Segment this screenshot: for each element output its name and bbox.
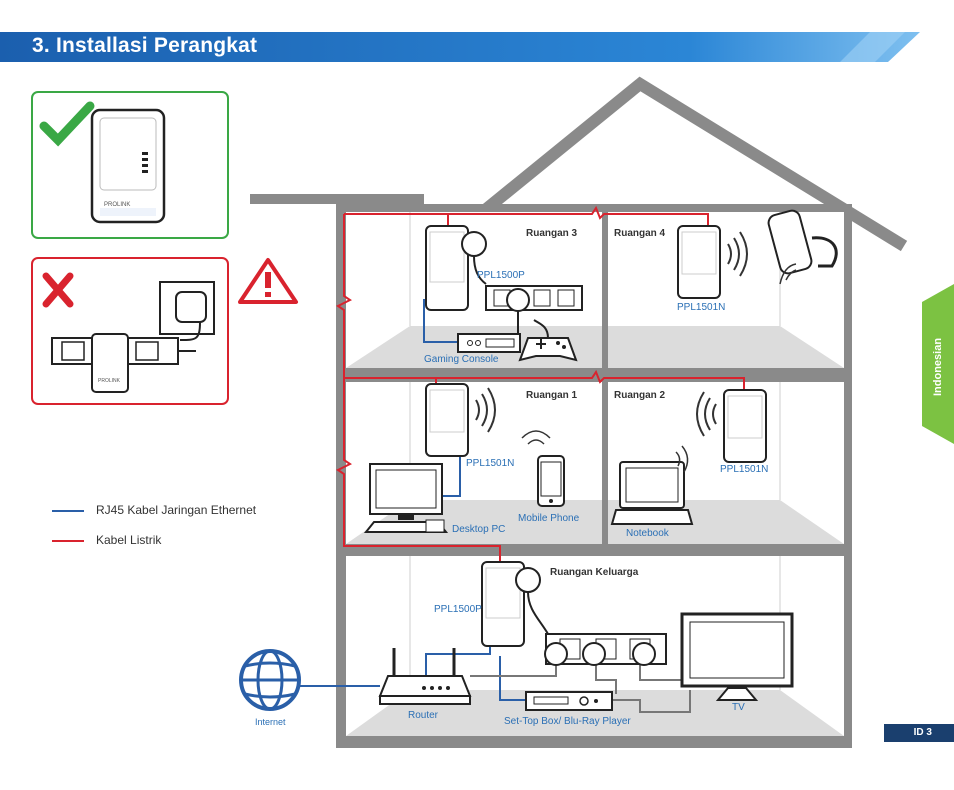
label-router: Router — [408, 710, 439, 721]
label-ppl1501n-room4: PPL1501N — [677, 302, 726, 313]
language-side-tab — [922, 284, 954, 444]
room-label-2: Ruangan 2 — [614, 390, 666, 401]
power-strip-bad — [51, 333, 196, 393]
room-label-3: Ruangan 3 — [526, 228, 578, 239]
wifi-icon-room2 — [696, 391, 717, 437]
house-roof — [250, 76, 908, 252]
room-label-4: Ruangan 4 — [614, 228, 666, 239]
label-mobile-phone: Mobile Phone — [518, 513, 580, 524]
wall-socket-bad — [159, 281, 215, 341]
wifi-icon-room1 — [475, 387, 496, 433]
label-tv: TV — [732, 702, 745, 713]
adapter-wall-plugged — [90, 108, 166, 224]
adapter-ppl1501n-room2 — [723, 389, 767, 463]
label-ppl1500p-family: PPL1500P — [434, 604, 482, 615]
header-bar — [0, 32, 920, 62]
label-ppl1501n-room2: PPL1501N — [720, 464, 769, 475]
header-stripe — [840, 32, 905, 62]
label-gaming-console: Gaming Console — [424, 354, 499, 365]
power-strip-room3 — [485, 285, 583, 334]
wireless-camera-icon — [767, 209, 838, 285]
tv-icon — [680, 612, 794, 701]
check-icon — [39, 101, 95, 147]
power-wiring — [336, 205, 745, 570]
room-label-1: Ruangan 1 — [526, 390, 578, 401]
power-strip-family — [544, 633, 667, 666]
adapter-ppl1501n-room1 — [425, 383, 469, 457]
label-desktop-pc: Desktop PC — [452, 524, 506, 535]
language-tab-label: Indonesian — [932, 337, 944, 396]
label-ppl1501n-room1: PPL1501N — [466, 458, 515, 469]
legend-power-text: Kabel Listrik — [96, 533, 162, 547]
av-cables — [470, 664, 691, 713]
gaming-console-icon — [457, 319, 578, 362]
notebook-icon — [610, 445, 694, 525]
label-set-top-box: Set-Top Box/ Blu-Ray Player — [504, 716, 631, 727]
brand-label-bad: PROLINK — [98, 378, 120, 384]
page-number: ID 3 — [913, 727, 932, 738]
adapter-ppl1500p-room3 — [425, 225, 487, 311]
wifi-icon-room4 — [727, 231, 748, 277]
label-ppl1500p-room3: PPL1500P — [477, 270, 525, 281]
router-icon — [378, 648, 472, 705]
globe-icon — [239, 649, 301, 711]
set-top-box-icon — [525, 691, 613, 711]
page-title: 3. Installasi Perangkat — [32, 34, 258, 57]
mobile-phone-icon — [521, 430, 565, 507]
label-notebook: Notebook — [626, 528, 669, 539]
adapter-ppl1501n-room4 — [677, 225, 721, 299]
cross-icon — [42, 272, 74, 308]
room-label-family: Ruangan Keluarga — [550, 567, 639, 578]
adapter-ppl1500p-family — [481, 561, 549, 647]
page-number-tag: ID 3 — [884, 724, 954, 742]
desktop-pc-icon — [363, 463, 449, 533]
warning-icon — [238, 258, 298, 304]
legend-ethernet-text: RJ45 Kabel Jaringan Ethernet — [96, 503, 257, 517]
label-internet: Internet — [255, 717, 286, 727]
brand-label-ok: PROLINK — [104, 202, 131, 208]
